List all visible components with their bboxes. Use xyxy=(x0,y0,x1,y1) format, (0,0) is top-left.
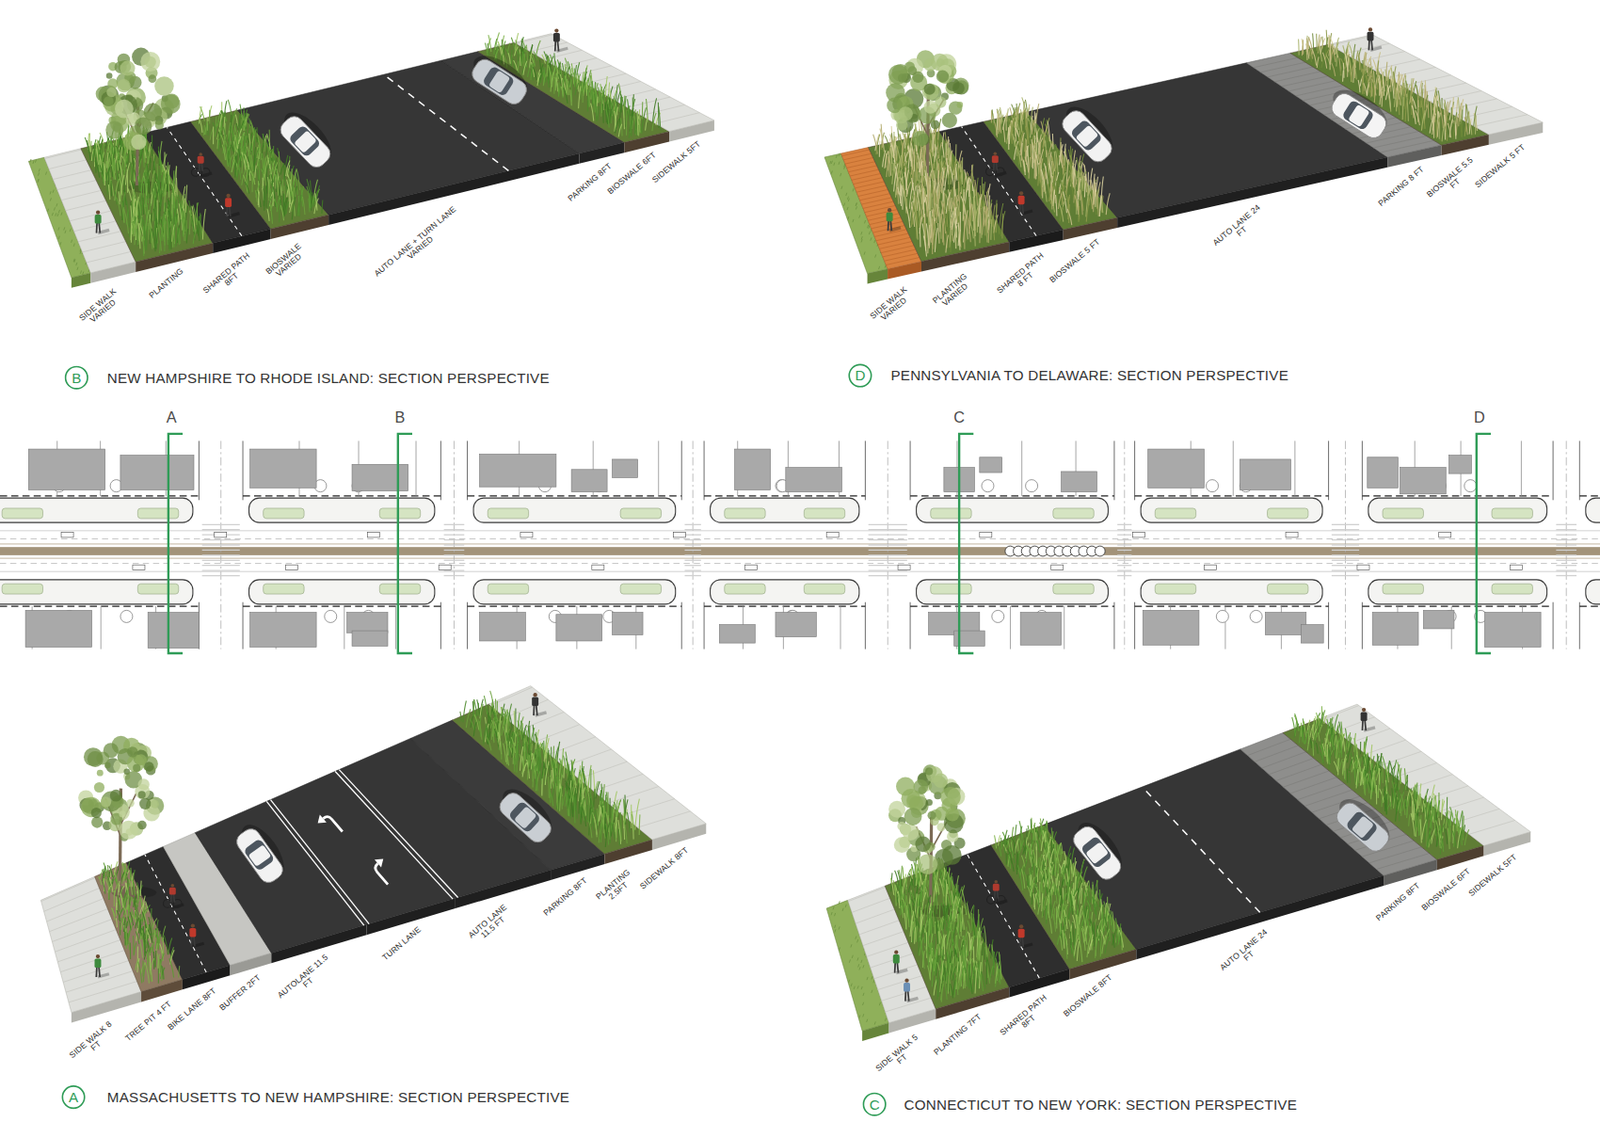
page-stage: SIDE WALK VARIEDPLANTINGSHARED PATH 8FTB… xyxy=(0,0,1600,1138)
